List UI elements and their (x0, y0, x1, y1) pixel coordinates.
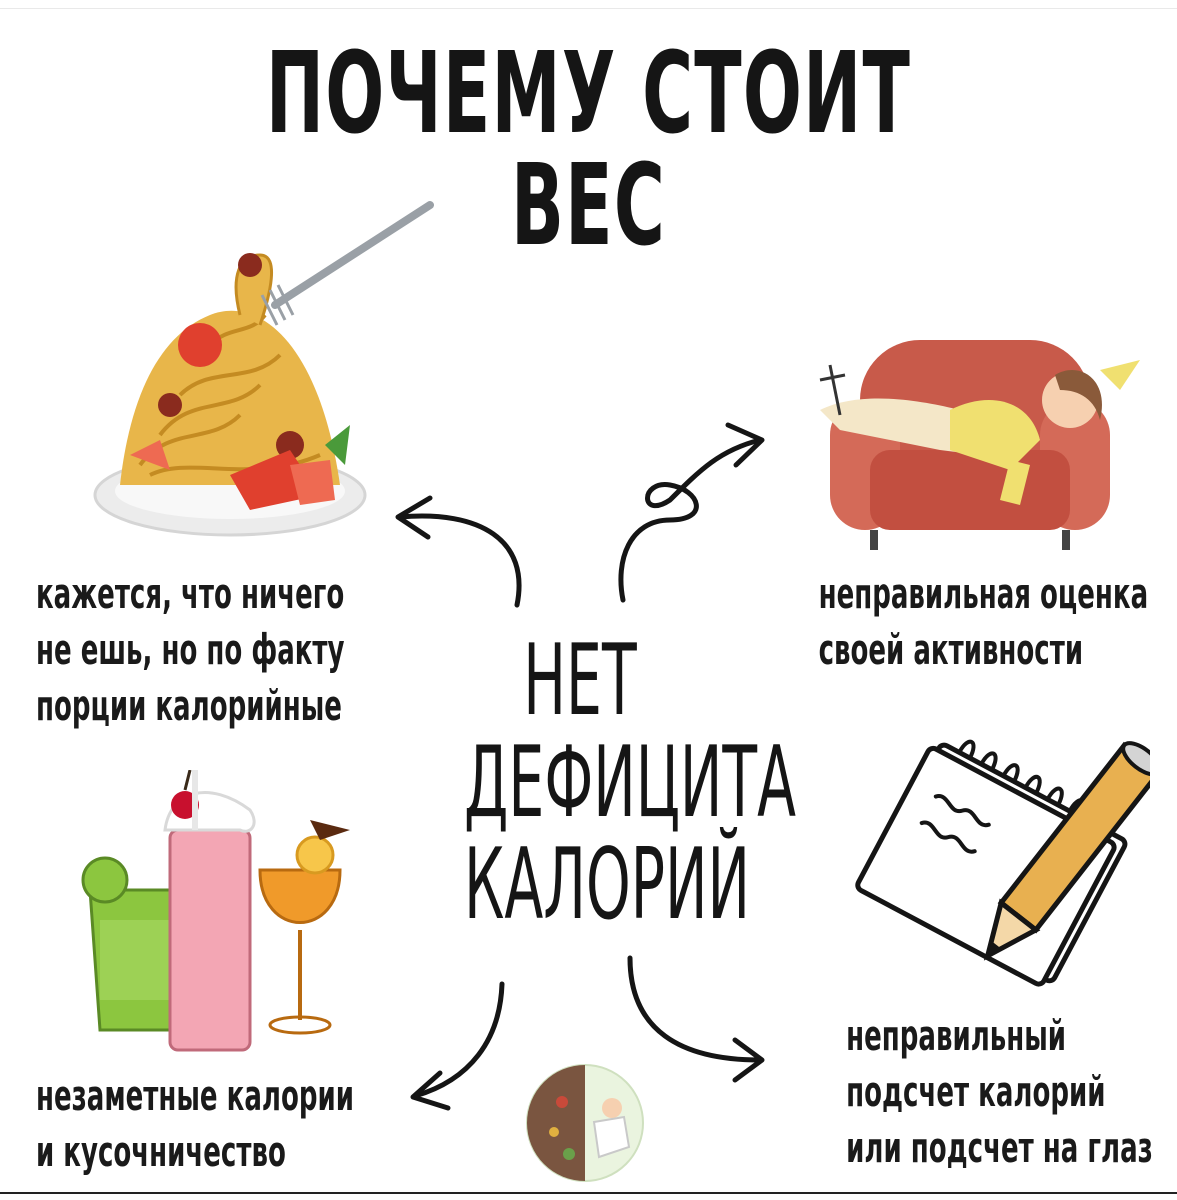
arrow-bottom-right (627, 955, 763, 1063)
logo-badge (526, 1064, 644, 1182)
arrow-top-left (397, 513, 522, 608)
arrow-top-right-head (725, 422, 765, 468)
caption-hidden-calories: незаметные калории и кусочничество (36, 1068, 355, 1180)
drinks-icon (81, 770, 350, 1052)
caption-portions: кажется, что ничего не ешь, но по факту … (36, 566, 345, 734)
arrow-bottom-left-head (410, 1070, 451, 1111)
bottom-divider (0, 1192, 1177, 1194)
top-divider (0, 8, 1177, 9)
caption-line: и кусочничество (36, 1127, 286, 1176)
caption-line: незаметные калории (36, 1071, 355, 1120)
caption-line: подсчет калорий (846, 1067, 1106, 1116)
notepad-pencil-icon (855, 739, 1150, 987)
center-line-3: КАЛОРИЙ (464, 828, 751, 942)
page-title: ПОЧЕМУ СТОИТ ВЕС (265, 29, 912, 271)
caption-counting: неправильный подсчет калорий или подсчет… (846, 1008, 1153, 1176)
center-line-1: НЕТ (523, 624, 637, 738)
arrow-bottom-right-head (732, 1037, 765, 1083)
center-statement: НЕТ ДЕФИЦИТА КАЛОРИЙ (380, 624, 797, 942)
caption-line: или подсчет на глаз (846, 1123, 1153, 1172)
caption-line: неправильная оценка (818, 569, 1149, 618)
caption-line: неправильный (846, 1011, 1067, 1060)
caption-line: своей активности (818, 625, 1084, 674)
arrow-bottom-left (412, 981, 505, 1099)
caption-line: кажется, что ничего (36, 569, 345, 618)
arrow-top-right (618, 437, 763, 603)
arrow-top-left-head (395, 495, 433, 540)
caption-line: порции калорийные (36, 681, 342, 730)
center-line-2: ДЕФИЦИТА (464, 726, 797, 840)
person-on-couch-icon (819, 340, 1140, 550)
pasta-plate-icon (93, 201, 434, 537)
caption-line: не ешь, но по факту (36, 625, 345, 674)
caption-activity: неправильная оценка своей активности (818, 566, 1149, 678)
